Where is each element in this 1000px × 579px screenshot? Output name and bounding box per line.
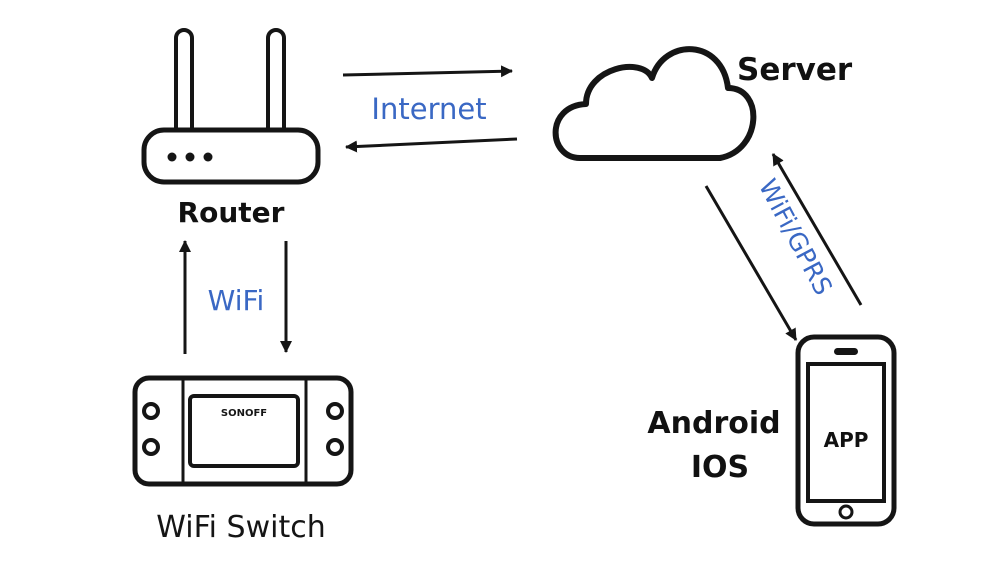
router-led-2 [185,152,195,162]
phone-home-button [838,504,854,520]
internet-arrow-to-server [342,65,513,78]
internet-label: Internet [371,92,486,126]
wifi-switch-label: WiFi Switch [156,510,325,545]
wifi-gprs-arrow-down [704,185,798,341]
router-led-1 [167,152,177,162]
wifi-gprs-arrow-up [771,153,863,306]
server-label: Server [737,52,853,88]
switch-screw-3 [326,402,344,420]
internet-arrow-to-router [345,137,518,153]
switch-brand-text: SONOFF [221,408,267,419]
phone-os-label-android: Android [647,406,780,441]
sonoff-switch-icon [132,375,354,487]
router-icon [141,28,321,185]
cloud-icon [552,46,757,161]
phone-screen-text: APP [824,428,869,452]
phone-os-label-ios: IOS [691,450,749,485]
phone-screen [806,362,886,503]
switch-screw-4 [326,438,344,456]
smartphone-icon [795,334,897,527]
phone-speaker [834,348,858,355]
wifi-label: WiFi [208,284,265,317]
router-label: Router [178,196,285,229]
router-led-3 [203,152,213,162]
switch-screw-2 [142,438,160,456]
switch-screw-1 [142,402,160,420]
